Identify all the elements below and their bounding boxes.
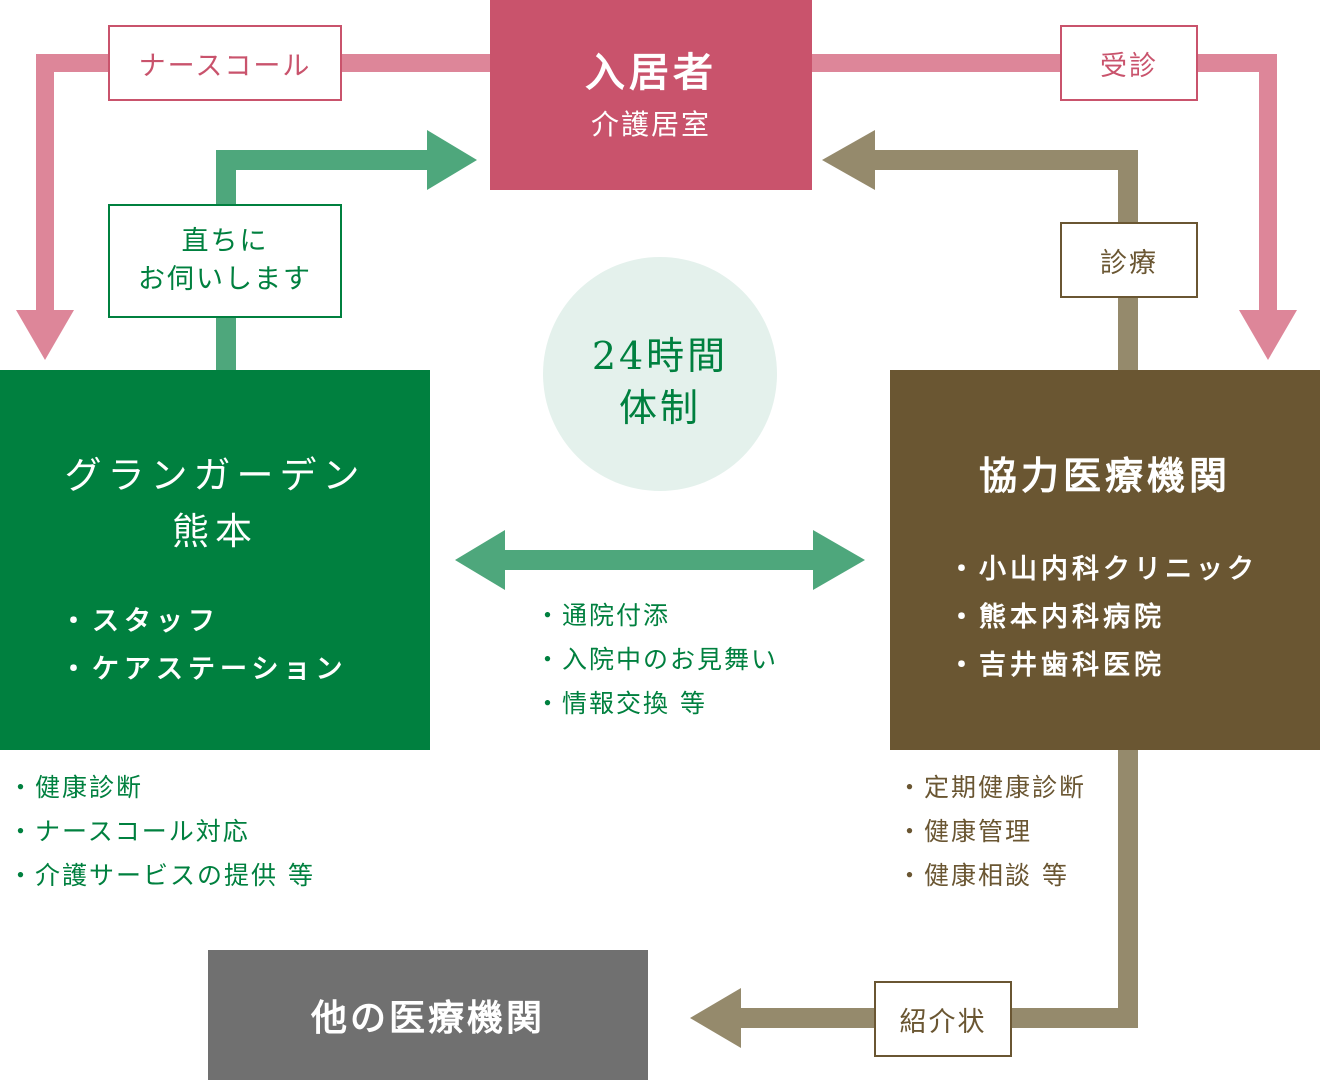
other-institution-box: 他の医療機関 [208,950,648,1080]
immediate-line1: 直ちに [181,226,269,257]
cooperating-box: 協力医療機関 ・小山内科クリニック ・熊本内科病院 ・吉井歯科医院 [890,370,1320,750]
list-item: ・定期健康診断 [897,773,1087,802]
referral-label: 紹介状 [874,981,1012,1057]
other-institution-title: 他の医療機関 [310,997,545,1039]
list-item: ・入院中のお見舞い [535,645,779,674]
center-label: 24時間 体制 [560,330,760,434]
list-item: ・熊本内科病院 [948,602,1165,633]
list-item: ・健康診断 [8,773,144,802]
immediate-visit-label: 直ちに お伺いします [108,204,342,318]
list-item: ・健康相談 等 [897,861,1069,890]
center-line2: 体制 [618,386,701,430]
gran-garden-services: ・健康診断 ・ナースコール対応 ・介護サービスの提供 等 [8,766,315,898]
visit-arrow-icon [812,54,1297,360]
treatment-arrow-icon [822,130,1138,372]
center-circle [543,257,777,491]
immediate-line2: お伺いします [138,264,312,295]
gran-garden-title-line2: 熊本 [172,510,258,553]
list-item: ・情報交換 等 [535,689,707,718]
list-item: ・通院付添 [535,601,671,630]
center-line1: 24時間 [591,334,729,378]
list-item: ・小山内科クリニック [948,554,1258,585]
gran-garden-title: グランガーデン 熊本 [0,448,430,560]
nurse-call-text: ナースコール [138,50,312,82]
list-item: ・スタッフ [60,606,220,637]
resident-box: 入居者 介護居室 [490,0,812,190]
referral-arrow-icon [690,748,1138,1048]
list-item: ・ナースコール対応 [8,817,250,846]
liaison-double-arrow-icon [455,530,865,590]
treatment-text: 診療 [1100,247,1158,279]
list-item: ・介護サービスの提供 等 [8,861,315,890]
cooperating-services: ・定期健康診断 ・健康管理 ・健康相談 等 [897,766,1086,898]
nurse-call-label: ナースコール [108,25,342,101]
visit-label: 受診 [1060,25,1198,101]
gran-garden-box: グランガーデン 熊本 ・スタッフ ・ケアステーション [0,370,430,750]
list-item: ・健康管理 [897,817,1033,846]
gran-garden-title-line1: グランガーデン [64,454,366,497]
cooperating-items: ・小山内科クリニック ・熊本内科病院 ・吉井歯科医院 [948,546,1258,690]
cooperating-title: 協力医療機関 [978,453,1231,498]
resident-subtitle: 介護居室 [590,108,711,141]
visit-text: 受診 [1100,50,1158,82]
list-item: ・ケアステーション [60,654,348,685]
resident-title: 入居者 [585,49,717,96]
referral-text: 紹介状 [899,1006,987,1038]
gran-garden-items: ・スタッフ ・ケアステーション [60,598,347,694]
treatment-label: 診療 [1060,222,1198,298]
liaison-items: ・通院付添 ・入院中のお見舞い ・情報交換 等 [535,594,778,726]
list-item: ・吉井歯科医院 [948,650,1165,681]
